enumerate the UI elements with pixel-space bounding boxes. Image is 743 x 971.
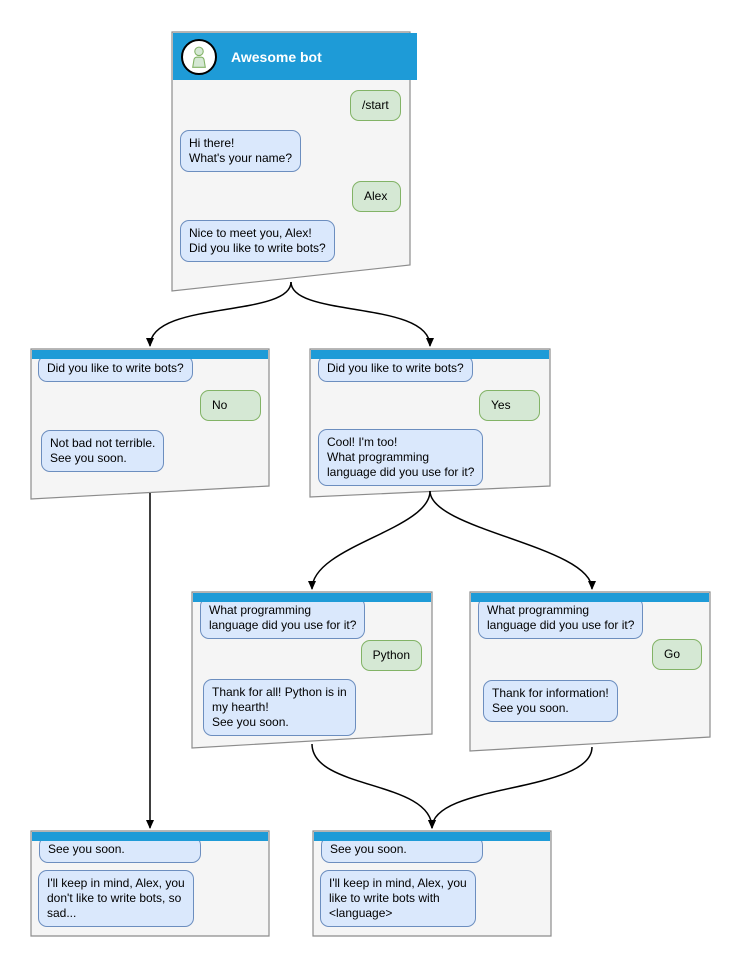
connector-yes-to-go (429, 490, 596, 590)
chat-node-python: What programming language did you use fo… (192, 592, 432, 748)
bot-message-bubble: Not bad not terrible. See you soon. (41, 430, 165, 472)
person-icon (192, 46, 206, 68)
bot-message-bubble: Thank for all! Python is in my hearth! S… (203, 679, 356, 736)
chat-node-main: Awesome bot /start Hi there! What's your… (172, 32, 417, 292)
bot-message-bubble: Did you like to write bots? (318, 355, 473, 382)
chat-header (32, 832, 268, 841)
chat-node-go: What programming language did you use fo… (470, 592, 710, 751)
bot-message-bubble: I'll keep in mind, Alex, you don't like … (38, 870, 194, 927)
user-message-bubble: No (200, 390, 261, 421)
chat-header (193, 593, 431, 602)
bot-message-bubble: What programming language did you use fo… (200, 597, 366, 639)
connector-python-to-end (311, 743, 436, 829)
user-message-bubble: Python (360, 640, 422, 671)
chat-header (471, 593, 709, 602)
bot-message-bubble: Thank for information! See you soon. (483, 680, 618, 722)
chat-header: Awesome bot (173, 33, 417, 80)
bot-message-bubble: What programming language did you use fo… (478, 597, 644, 639)
user-message-bubble: Go (652, 639, 702, 670)
user-message-bubble: /start (350, 90, 401, 121)
connector-yes-to-python (308, 490, 431, 590)
bot-message-bubble: Hi there! What's your name? (180, 130, 302, 172)
avatar (181, 38, 217, 75)
user-message-bubble: Yes (479, 390, 540, 421)
chat-header (32, 350, 268, 359)
user-message-bubble: Alex (352, 181, 401, 212)
bot-message-bubble: I'll keep in mind, Alex, you like to wri… (320, 870, 476, 927)
chat-node-branch-yes: Did you like to write bots? Yes Cool! I'… (310, 349, 550, 497)
connector-go-to-end (428, 746, 593, 829)
bot-title: Awesome bot (231, 48, 322, 65)
chat-node-end-no: See you soon. I'll keep in mind, Alex, y… (31, 831, 269, 936)
bot-message-bubble: Nice to meet you, Alex! Did you like to … (180, 220, 335, 262)
chat-node-end-yes: See you soon. I'll keep in mind, Alex, y… (313, 831, 551, 936)
connector-start-to-no (146, 281, 292, 347)
bot-message-bubble: Cool! I'm too! What programming language… (318, 429, 484, 486)
connector-start-to-yes (290, 281, 434, 347)
bot-message-bubble: Did you like to write bots? (38, 355, 193, 382)
chat-header (311, 350, 549, 359)
chat-node-branch-no: Did you like to write bots? No Not bad n… (31, 349, 269, 500)
chat-header (314, 832, 550, 841)
